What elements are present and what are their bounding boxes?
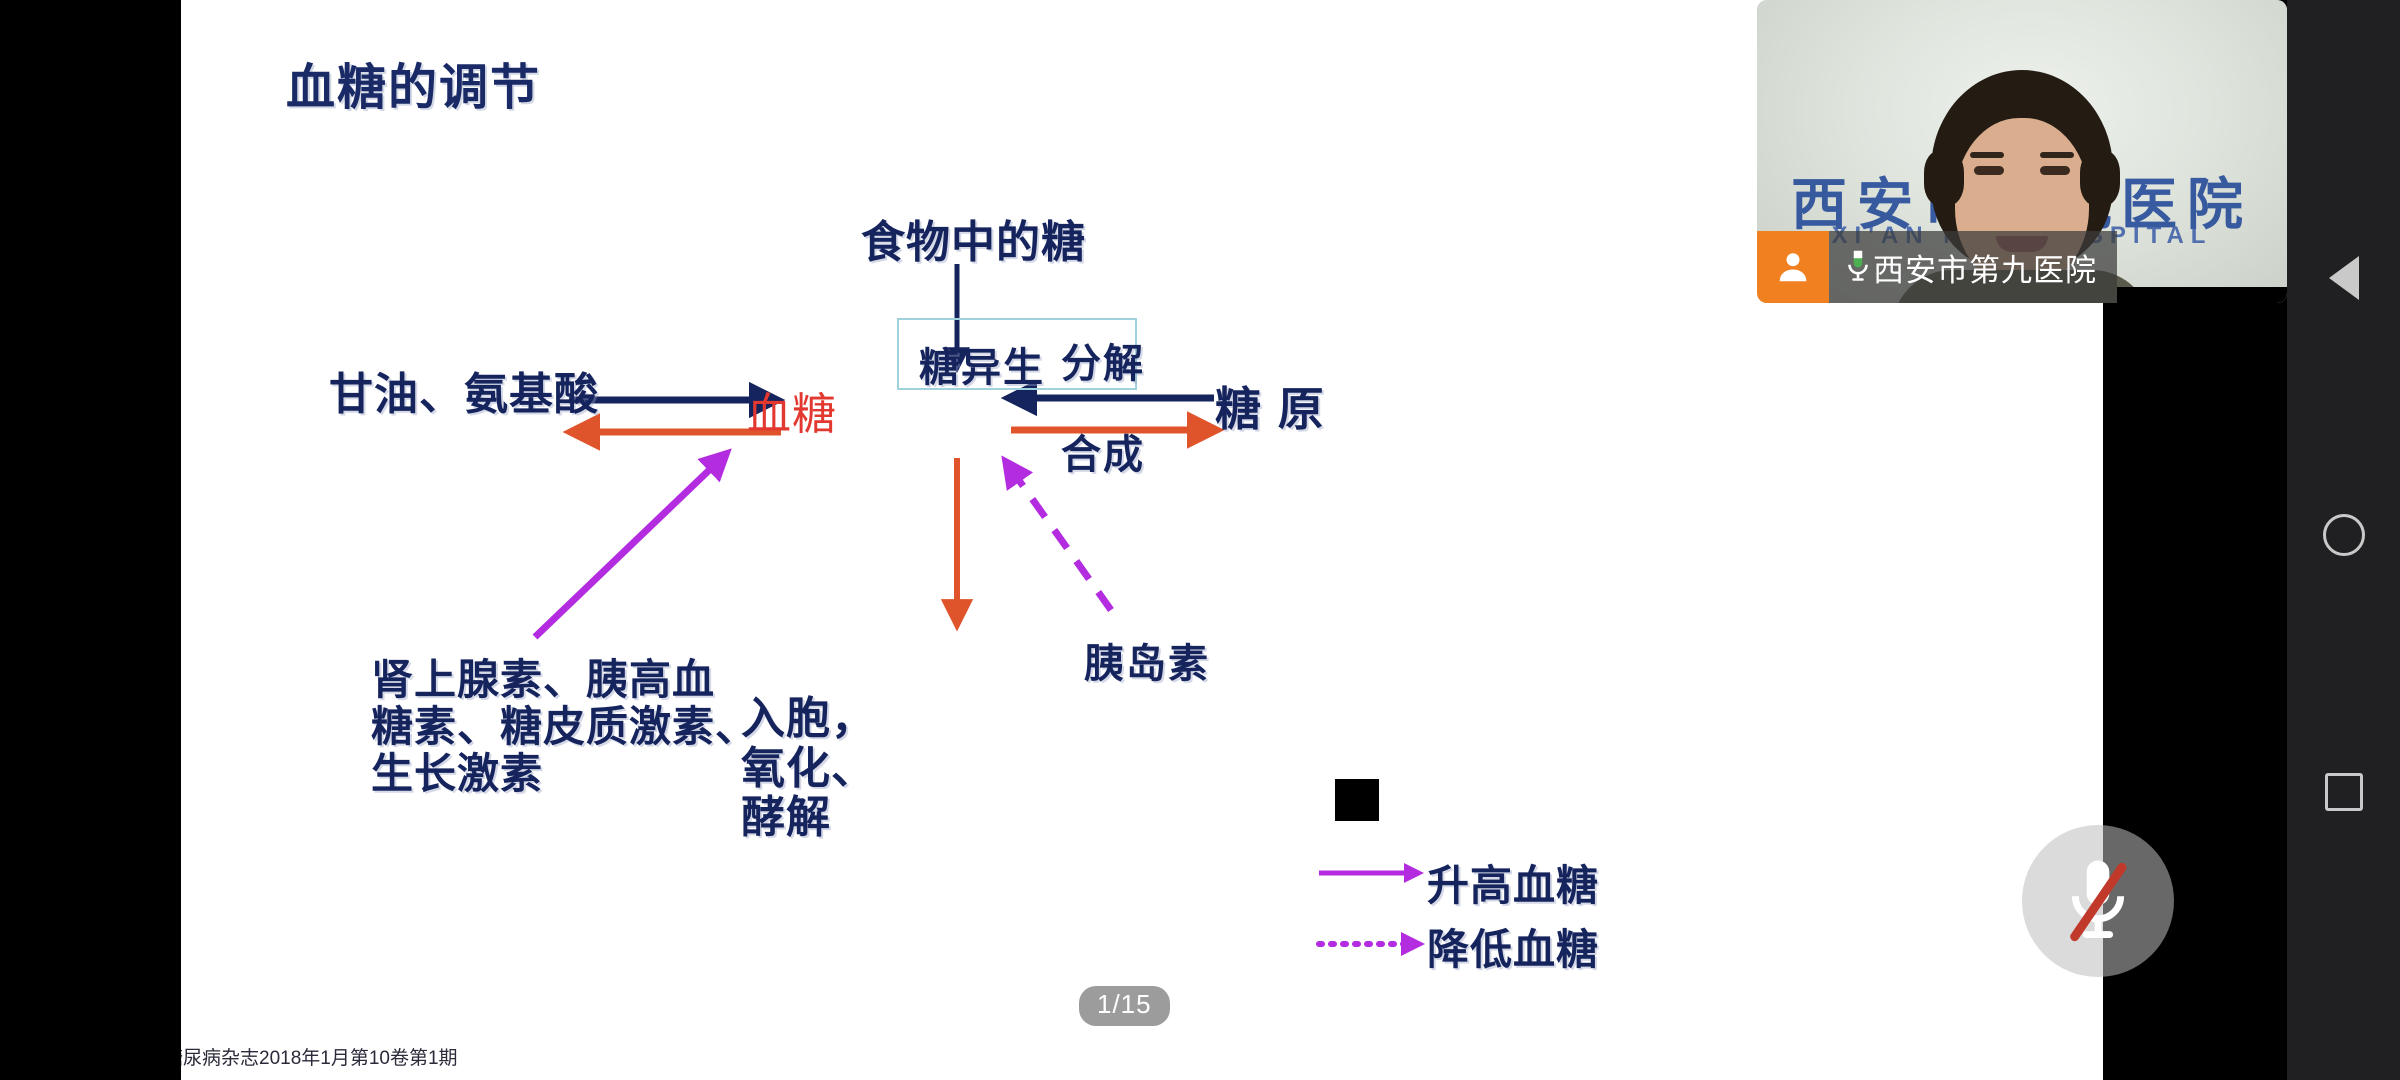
node-cell-uptake: 入胞， 氧化、 酵解 — [741, 694, 876, 843]
circle-icon — [2322, 513, 2365, 556]
legend-dotted-arrow-icon — [1311, 931, 1419, 961]
legend-label-raise: 升高血糖 — [1427, 861, 1600, 909]
node-decomposition: 分解 — [1061, 342, 1145, 386]
android-navigation-bar — [2287, 0, 2400, 1080]
node-gluconeogenesis: 糖异生 — [919, 346, 1045, 390]
node-blood-glucose: 血糖 — [747, 390, 837, 439]
microphone-icon — [1848, 250, 1868, 281]
participant-name-label: 西安市第九医院 — [1873, 252, 2097, 288]
black-square-marker — [1335, 779, 1379, 821]
person-eye-right — [2040, 166, 2070, 175]
node-glycogen: 糖 原 — [1215, 383, 1326, 435]
node-insulin: 胰岛素 — [1084, 642, 1210, 686]
back-button[interactable] — [2318, 252, 2370, 304]
person-icon — [1757, 231, 1829, 303]
node-food-sugar: 食物中的糖 — [861, 218, 1086, 267]
square-icon — [2324, 772, 2363, 811]
microphone-muted-icon — [2070, 860, 2127, 942]
person-eye-left — [1974, 166, 2004, 175]
participant-name-field: 西安市第九医院 — [1829, 231, 2117, 303]
triangle-left-icon — [2328, 256, 2359, 301]
slide-footer-citation: 中华糖尿病杂志2018年1月第10卷第1期 — [181, 1048, 458, 1069]
participant-name-bar: 西安市第九医院 — [1757, 231, 2117, 303]
legend-item-raise: 升高血糖 — [1311, 850, 1599, 914]
legend-item-lower: 降低血糖 — [1311, 914, 1599, 978]
page-indicator: 1/15 — [1079, 986, 1170, 1026]
person-hair-left — [1924, 150, 1964, 206]
recents-button[interactable] — [2318, 766, 2370, 818]
node-glycerol-amino: 甘油、氨基酸 — [329, 370, 599, 419]
person-brow-left — [1970, 152, 2004, 158]
legend-solid-arrow-icon — [1311, 867, 1419, 897]
slide-title: 血糖的调节 — [286, 61, 542, 115]
diagram-arrows — [532, 264, 1425, 956]
person-brow-right — [2040, 152, 2074, 158]
node-synthesis: 合成 — [1061, 433, 1145, 477]
mic-toggle-button[interactable] — [2022, 825, 2174, 977]
gluconeogenesis-box — [897, 318, 1137, 390]
legend-label-lower: 降低血糖 — [1427, 925, 1600, 973]
home-button[interactable] — [2318, 509, 2370, 561]
video-edge-artifact — [2117, 287, 2287, 303]
person-hair-right — [2080, 150, 2120, 206]
node-hyperglycemic-hormones: 肾上腺素、胰高血 糖素、糖皮质激素、 生长激素 — [371, 656, 759, 798]
participant-video-tile[interactable]: 西安市第九医院 XI'AN No.9 HOSPITAL — [1757, 0, 2287, 303]
legend: 升高血糖 降低血糖 — [1311, 850, 1599, 978]
